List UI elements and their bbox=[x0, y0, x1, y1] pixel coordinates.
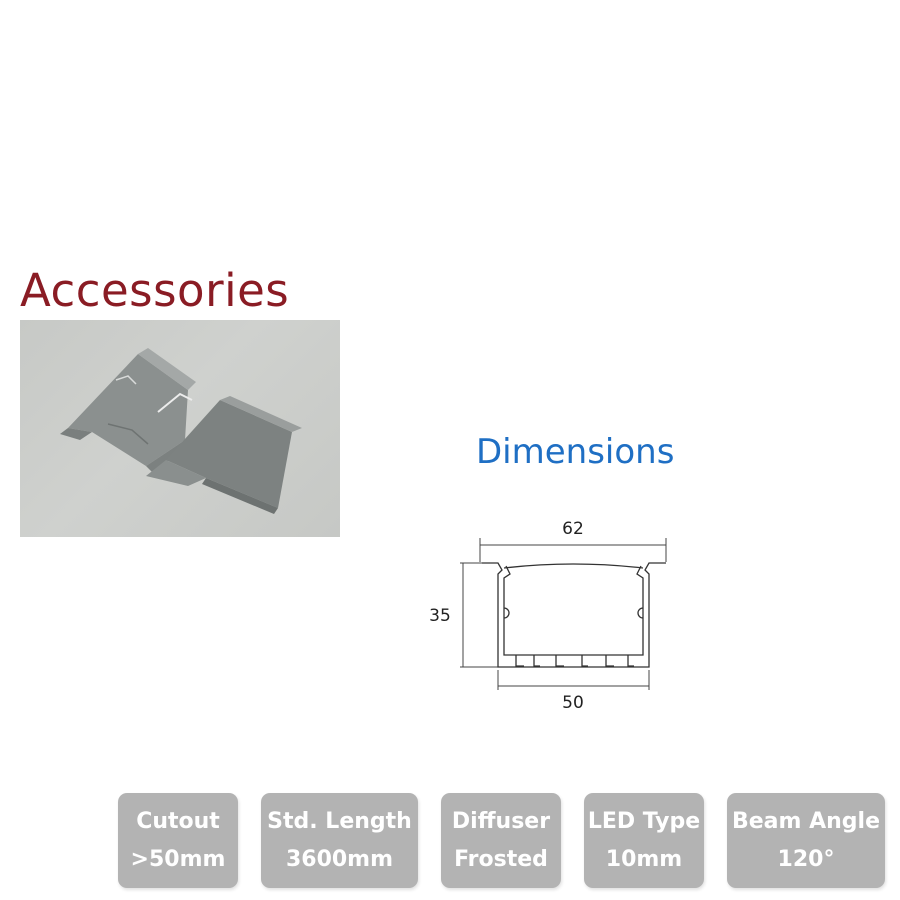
spec-card-led-type: LED Type 10mm bbox=[584, 793, 704, 888]
spec-value: 120° bbox=[777, 846, 835, 872]
spec-card-std-length: Std. Length 3600mm bbox=[261, 793, 418, 888]
spec-card-diffuser: Diffuser Frosted bbox=[441, 793, 561, 888]
spec-label: LED Type bbox=[587, 808, 701, 834]
accessories-heading: Accessories bbox=[20, 264, 290, 317]
spec-label: Diffuser bbox=[451, 808, 551, 834]
bottom-width-label: 50 bbox=[562, 693, 584, 713]
top-width-label: 62 bbox=[562, 519, 584, 539]
spec-label: Std. Length bbox=[267, 808, 412, 834]
dimension-lines bbox=[460, 538, 667, 690]
end-caps-image bbox=[60, 348, 302, 514]
dimensions-heading: Dimensions bbox=[476, 432, 675, 472]
spec-value: 3600mm bbox=[285, 846, 394, 872]
profile-outline bbox=[482, 562, 666, 668]
spec-label: Beam Angle bbox=[731, 808, 881, 834]
end-cap-photo bbox=[20, 320, 340, 537]
profile-cross-section-diagram: 62 35 50 bbox=[429, 519, 667, 713]
spec-value: 10mm bbox=[605, 846, 683, 872]
spec-value: Frosted bbox=[454, 846, 548, 872]
spec-label: Cutout bbox=[136, 808, 220, 834]
height-label: 35 bbox=[429, 606, 451, 626]
spec-card-cutout: Cutout >50mm bbox=[118, 793, 238, 888]
spec-value: >50mm bbox=[130, 846, 226, 872]
spec-card-beam-angle: Beam Angle 120° bbox=[727, 793, 885, 888]
